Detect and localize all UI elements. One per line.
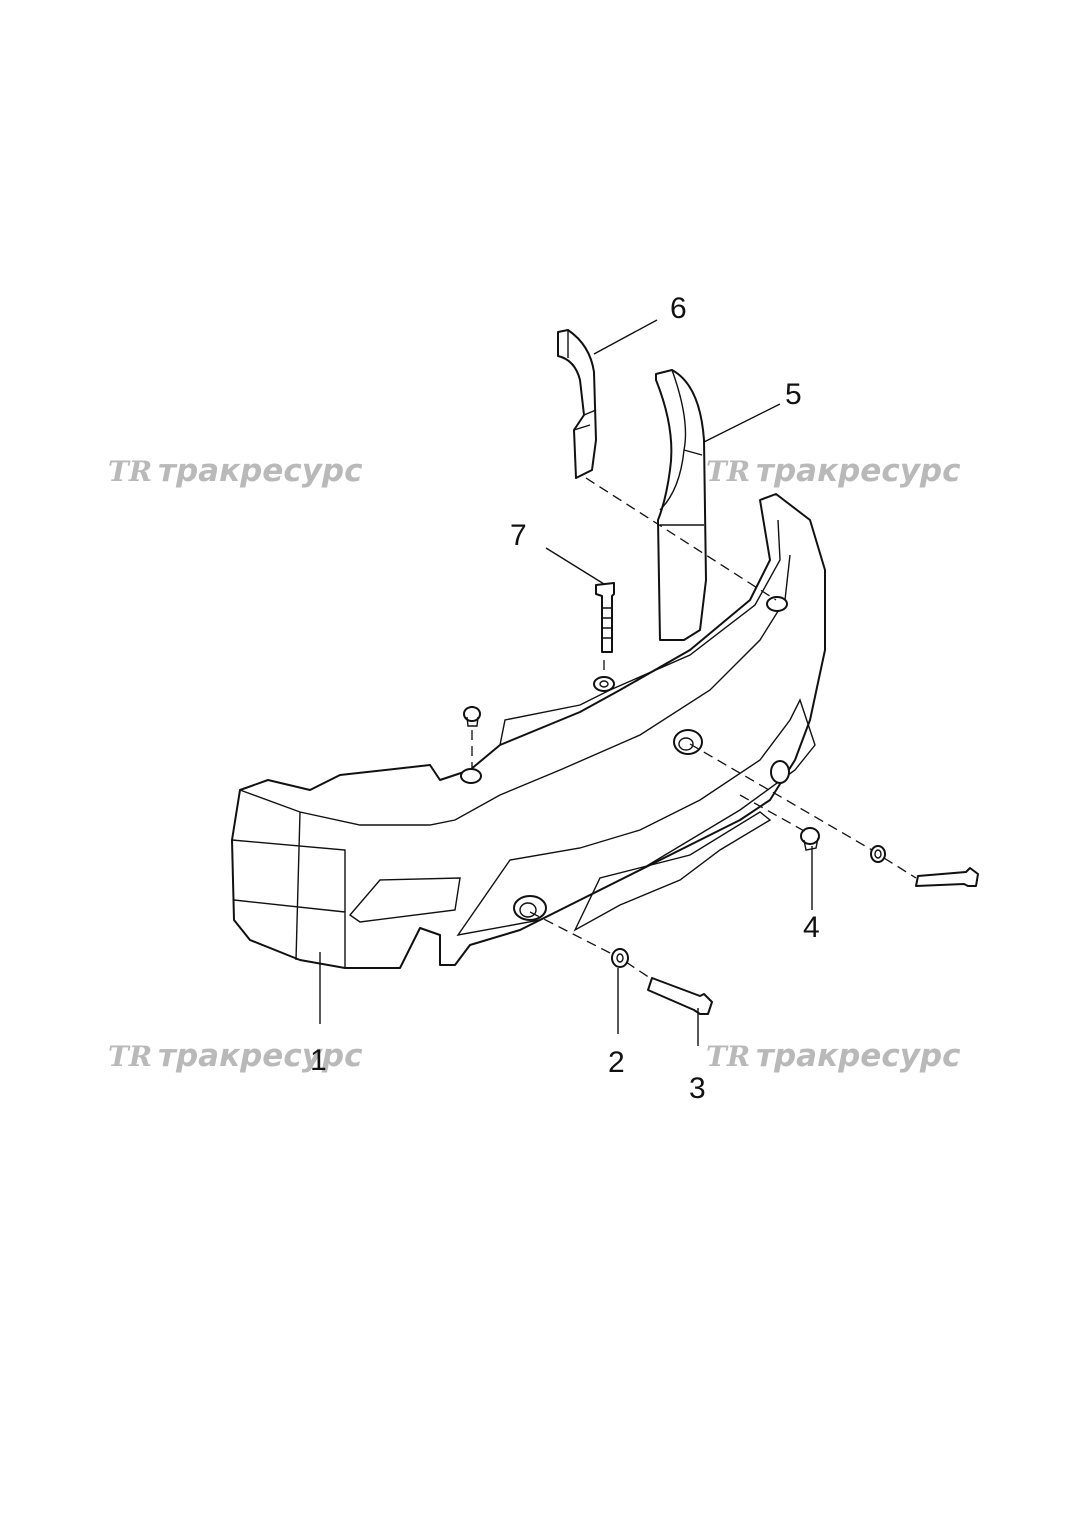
watermark-brand: тракресурс: [158, 1038, 363, 1074]
callout-5: 5: [785, 378, 802, 411]
watermark-logo: TR: [706, 455, 750, 488]
watermark-brand: тракресурс: [756, 1038, 961, 1074]
part-1-front-counterweight: [231, 493, 826, 969]
bolt-right: [915, 867, 979, 887]
watermark-logo: TR: [108, 455, 152, 488]
callout-7: 7: [510, 519, 527, 552]
watermark-bottom-right: TR тракресурс: [706, 1038, 961, 1074]
part-6-spacer-plate: [557, 329, 597, 479]
callout-4: 4: [803, 911, 820, 944]
washer-right: [870, 845, 886, 863]
callout-labels: 1 2 3 4 5 6 7: [310, 292, 820, 1105]
watermark-top-right: TR тракресурс: [706, 453, 961, 489]
part-5-curved-plate: [655, 369, 707, 641]
callout-3: 3: [689, 1072, 706, 1105]
callout-1: 1: [310, 1044, 327, 1077]
assembly-lines: [471, 477, 917, 979]
watermark-logo: TR: [108, 1040, 152, 1073]
watermark-bottom-left: TR тракресурс: [108, 1038, 363, 1074]
watermark-brand: тракресурс: [158, 453, 363, 489]
part-7-bolt: [593, 582, 615, 692]
watermark-logo: TR: [706, 1040, 750, 1073]
part-3-bolt: [647, 977, 713, 1015]
part-2-washer: [611, 948, 629, 968]
watermark-top-left: TR тракресурс: [108, 453, 363, 489]
watermark-brand: тракресурс: [756, 453, 961, 489]
part-4-plug: [463, 706, 820, 851]
callout-6: 6: [670, 292, 687, 325]
callout-2: 2: [608, 1046, 625, 1079]
leader-lines: [319, 319, 813, 1046]
